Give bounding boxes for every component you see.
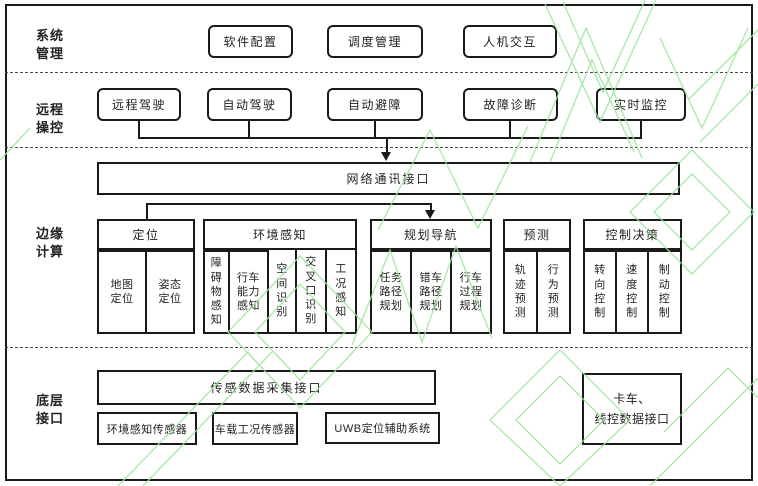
item-space-recognition: 空 间 识 别 (267, 248, 297, 334)
item-attitude-positioning: 姿态 定位 (145, 250, 195, 334)
row-label-edge-computing: 边缘 计算 (36, 226, 65, 259)
box-truck-wire-control-interface: 卡车、 线控数据接口 (582, 373, 682, 445)
connector-edge-left-stub (146, 203, 148, 219)
sensor-data-collection-bar: 传感数据采集接口 (97, 370, 436, 405)
section-header-positioning: 定位 (97, 219, 195, 250)
connector-edge-line (146, 203, 432, 205)
box-human-interaction: 人机交互 (463, 25, 557, 58)
item-speed-control: 速 度 控 制 (615, 250, 649, 334)
item-condition-perception: 工 况 感 知 (325, 248, 357, 334)
box-uwb-positioning-aid: UWB定位辅助系统 (325, 412, 440, 444)
box-vehicle-condition-sensors: 车载工况传感器 (212, 412, 298, 445)
arrowhead-down-planning (425, 210, 435, 219)
item-steering-control: 转 向 控 制 (583, 250, 617, 334)
item-task-path-planning: 任务 路径 规划 (370, 250, 412, 334)
row-divider-1 (5, 72, 753, 73)
connector-stub-2 (248, 121, 250, 139)
item-trajectory-prediction: 轨 迹 预 测 (503, 250, 538, 334)
arrowhead-down-network (381, 152, 391, 161)
section-header-planning-nav: 规划导航 (370, 219, 492, 250)
box-remote-driving: 远程驾驶 (97, 88, 181, 121)
item-behavior-prediction: 行 为 预 测 (536, 250, 571, 334)
item-obstacle-perception: 障 碍 物 感 知 (203, 250, 230, 334)
item-driving-process-planning: 行车 过程 规划 (450, 250, 492, 334)
row-label-remote-control: 远程 操控 (36, 102, 65, 135)
box-auto-driving: 自动驾驶 (207, 88, 292, 121)
row-divider-2 (5, 147, 753, 148)
connector-stub-3 (374, 121, 376, 139)
section-header-control-decision: 控制决策 (583, 219, 682, 250)
item-passing-path-planning: 错车 路径 规划 (410, 250, 452, 334)
item-intersection-recognition: 交 叉 口 识 别 (295, 248, 327, 334)
arrow-shaft-to-network (386, 137, 388, 153)
item-driving-capability: 行车 能力 感知 (228, 250, 269, 334)
network-interface-bar: 网络通讯接口 (97, 162, 680, 195)
item-map-positioning: 地图 定位 (97, 250, 147, 334)
box-dispatch-manage: 调度管理 (327, 25, 423, 58)
box-software-config: 软件配置 (208, 25, 293, 58)
item-brake-control: 制 动 控 制 (647, 250, 682, 334)
section-header-env-perception: 环境感知 (203, 219, 357, 250)
section-header-prediction: 预测 (503, 219, 571, 250)
box-fault-diagnosis: 故障诊断 (463, 88, 558, 121)
row-label-bottom-interface: 底层 接口 (36, 393, 65, 426)
box-env-perception-sensors: 环境感知传感器 (97, 412, 197, 445)
box-realtime-monitor: 实时监控 (596, 88, 686, 121)
row-divider-3 (5, 347, 753, 348)
row-label-system-management: 系统 管理 (36, 28, 65, 61)
box-auto-avoidance: 自动避障 (327, 88, 423, 121)
connector-bus-line (138, 137, 642, 139)
connector-stub-1 (138, 121, 140, 139)
